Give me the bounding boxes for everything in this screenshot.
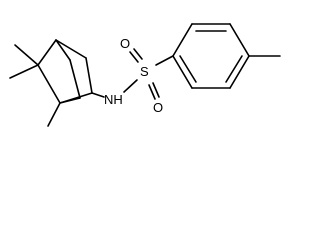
amine-label: NH (104, 92, 123, 107)
oxygen-label: O (153, 100, 163, 115)
bond (47, 102, 61, 127)
bond (55, 39, 71, 61)
bond (91, 92, 105, 98)
bond (85, 57, 93, 94)
bonds (9, 23, 281, 127)
bond (59, 97, 81, 104)
bond (172, 55, 193, 89)
structure-canvas: S O O NH (9, 23, 281, 127)
bond (37, 39, 57, 66)
bond (129, 51, 139, 63)
bond (69, 59, 81, 99)
bond (229, 23, 250, 57)
bond (37, 64, 61, 104)
bond (9, 64, 39, 79)
bond (225, 55, 243, 83)
molecule-drawing: S O O NH (9, 23, 281, 127)
bond (155, 55, 174, 66)
bond (14, 44, 39, 66)
sulfur-label: S (140, 64, 149, 79)
bond (172, 23, 193, 57)
bond (152, 82, 160, 98)
bond (123, 79, 138, 93)
bond (148, 84, 156, 100)
bond (179, 55, 197, 83)
bond (133, 48, 143, 60)
oxygen-label: O (120, 36, 130, 51)
bond (229, 55, 250, 89)
atom-labels: S O O NH (104, 36, 163, 115)
bond (55, 39, 87, 59)
